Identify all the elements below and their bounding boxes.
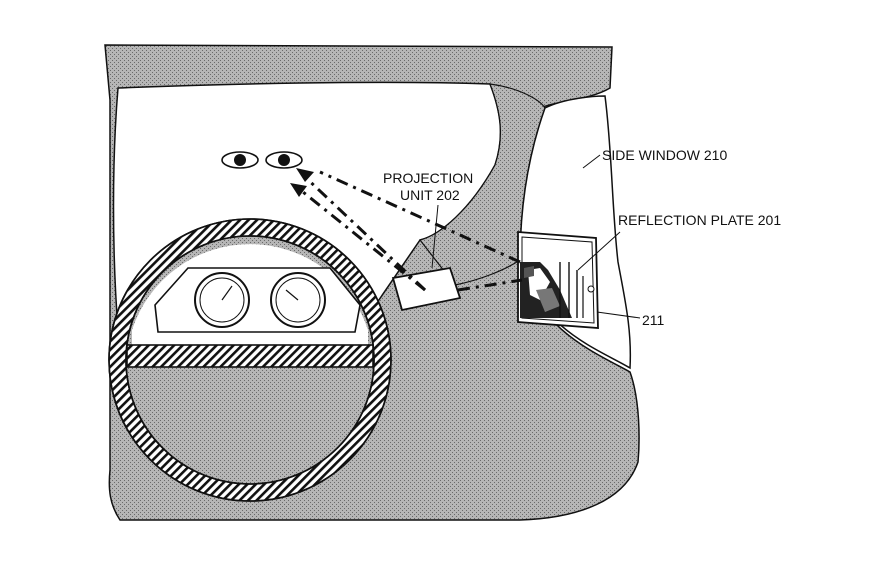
projection-unit-label-line1: PROJECTION	[383, 170, 473, 186]
steering-wheel	[109, 219, 391, 501]
mount-reference-label: 211	[642, 312, 665, 328]
side-window-label: SIDE WINDOW 210	[602, 147, 727, 163]
reflection-plate-label: REFLECTION PLATE 201	[618, 212, 781, 228]
left-eye-icon	[222, 152, 258, 168]
projection-unit-label-line2: UNIT 202	[400, 187, 460, 203]
right-eye-icon	[266, 152, 302, 168]
